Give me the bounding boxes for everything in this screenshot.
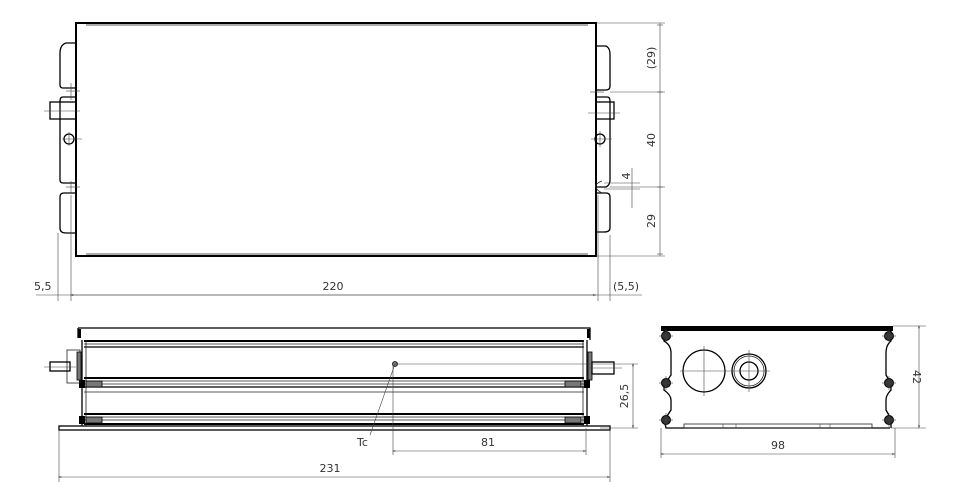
dim-left-flange-offset: 5,5 — [34, 280, 52, 293]
dim-tc-distance: 81 — [481, 436, 495, 449]
dim-body-length: 220 — [323, 280, 344, 293]
end-view: 42 98 — [659, 326, 926, 458]
top-view-body — [75, 22, 597, 257]
right-terminal-stub — [595, 101, 615, 120]
side-view: Tc 26,5 81 231 — [44, 327, 638, 482]
left-mounting-flange — [44, 42, 82, 234]
left-terminal-stub — [49, 101, 77, 120]
dim-middle-segment: 40 — [645, 133, 658, 147]
dim-tc-height: 26,5 — [618, 384, 631, 409]
side-left-terminal — [49, 361, 71, 372]
top-view: (29) 40 29 4 5,5 220 (5,5) — [34, 22, 665, 301]
top-view-horizontal-dimensions: 5,5 220 (5,5) — [34, 195, 642, 301]
dim-overall-length: 231 — [320, 462, 341, 475]
dim-height: 42 — [910, 370, 923, 384]
dim-bottom-segment: 29 — [645, 214, 658, 228]
screw-right-lower — [564, 416, 582, 424]
screw-right-upper — [564, 380, 582, 388]
dim-slot-width: 4 — [620, 173, 633, 180]
end-view-lid — [661, 326, 893, 331]
top-view-vertical-dimensions: (29) 40 29 4 — [596, 22, 665, 257]
base-plate — [58, 425, 611, 431]
tc-label: Tc — [356, 436, 368, 449]
dim-right-flange-offset: (5,5) — [613, 280, 639, 293]
screw-left-upper — [85, 380, 103, 388]
dim-width: 98 — [771, 439, 785, 452]
end-view-screws — [659, 329, 896, 427]
dim-top-segment: (29) — [645, 47, 658, 70]
right-mounting-flange — [588, 45, 620, 233]
screw-left-lower — [85, 416, 103, 424]
